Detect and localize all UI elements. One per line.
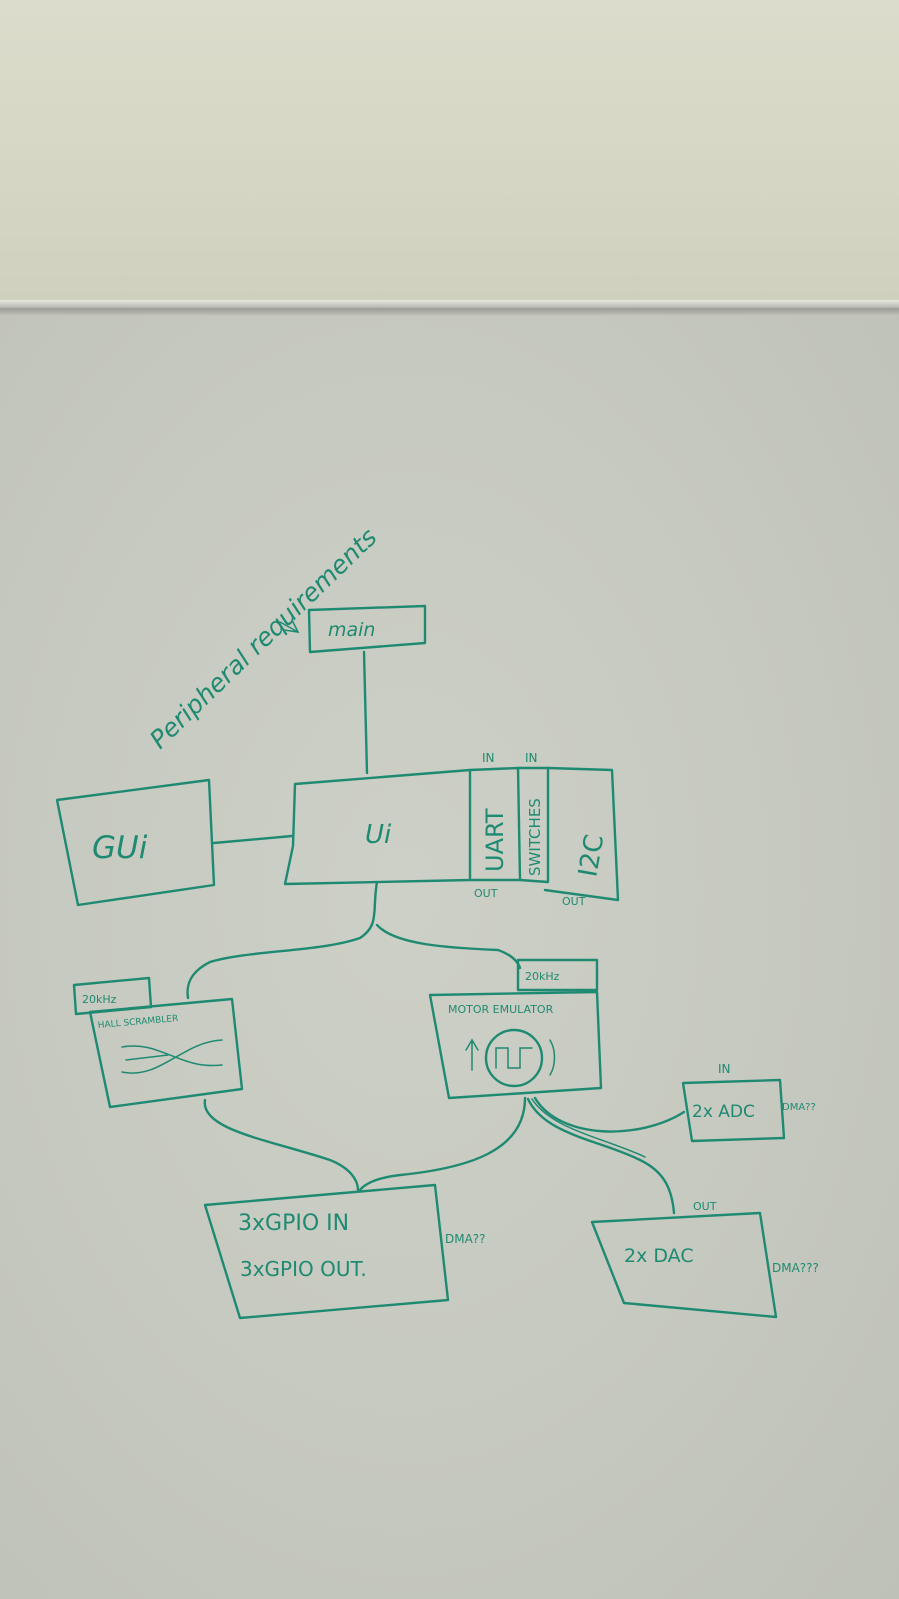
hall-scrambler-block: HALL SCRAMBLER bbox=[88, 997, 244, 1109]
motor-icon bbox=[484, 1028, 544, 1088]
gui-block: GUi bbox=[55, 778, 216, 907]
whiteboard bbox=[0, 316, 899, 1599]
i2c-block: I2C bbox=[543, 766, 620, 902]
motor-to-adc-line bbox=[533, 1096, 686, 1133]
gui-label: GUi bbox=[92, 830, 148, 866]
in-uart-label: IN bbox=[482, 751, 495, 765]
gui-to-ui-line bbox=[212, 834, 294, 845]
dma-gpio-label: DMA?? bbox=[445, 1232, 486, 1246]
whiteboard-frame bbox=[0, 300, 899, 316]
hall-scrambler-label: HALL SCRAMBLER bbox=[97, 1014, 178, 1031]
motor-emulator-block: MOTOR EMULATOR bbox=[428, 990, 603, 1100]
dac-label: 2x DAC bbox=[624, 1245, 694, 1267]
ui-to-motor-line bbox=[375, 923, 522, 970]
wall bbox=[0, 0, 899, 305]
uart-label: UART bbox=[481, 808, 509, 872]
i2c-label: I2C bbox=[573, 832, 610, 879]
freq-right-label: 20kHz bbox=[525, 970, 560, 983]
main-block: main bbox=[307, 604, 427, 654]
annotation-arrow bbox=[279, 619, 300, 633]
main-to-ui-line bbox=[362, 650, 369, 775]
switches-label: SWITCHES bbox=[526, 798, 544, 876]
out-dac-label: OUT bbox=[693, 1200, 717, 1213]
dma-dac-label: DMA??? bbox=[772, 1261, 819, 1275]
gpio-in-label: 3xGPIO IN bbox=[238, 1211, 349, 1236]
ui-block: Ui bbox=[283, 768, 472, 886]
motor-emulator-label: MOTOR EMULATOR bbox=[448, 1003, 554, 1016]
ui-to-hall-line bbox=[186, 880, 379, 1000]
ui-label: Ui bbox=[365, 820, 392, 850]
gpio-block: 3xGPIO IN 3xGPIO OUT. bbox=[203, 1183, 450, 1320]
dac-block: 2x DAC bbox=[590, 1211, 778, 1319]
dma-adc-label: DMA?? bbox=[782, 1102, 816, 1113]
motor-to-dac-line bbox=[526, 1097, 676, 1215]
freq-tag-right: 20kHz bbox=[516, 958, 599, 992]
in-switches-label: IN bbox=[525, 751, 538, 765]
uart-block: UART bbox=[468, 766, 522, 882]
adc-block: 2x ADC bbox=[681, 1078, 786, 1143]
main-label: main bbox=[328, 619, 375, 641]
motor-to-gpio-line bbox=[358, 1096, 527, 1192]
hall-to-gpio-line bbox=[203, 1098, 360, 1192]
up-arrow-icon bbox=[465, 1038, 479, 1071]
out-i2c-label: OUT bbox=[562, 895, 586, 908]
adc-label: 2x ADC bbox=[692, 1102, 755, 1122]
gpio-out-label: 3xGPIO OUT. bbox=[240, 1257, 367, 1281]
in-adc-label: IN bbox=[718, 1062, 731, 1076]
switches-block: SWITCHES bbox=[516, 766, 550, 884]
out-uart-label: OUT bbox=[474, 887, 498, 900]
freq-left-label: 20kHz bbox=[82, 993, 117, 1006]
